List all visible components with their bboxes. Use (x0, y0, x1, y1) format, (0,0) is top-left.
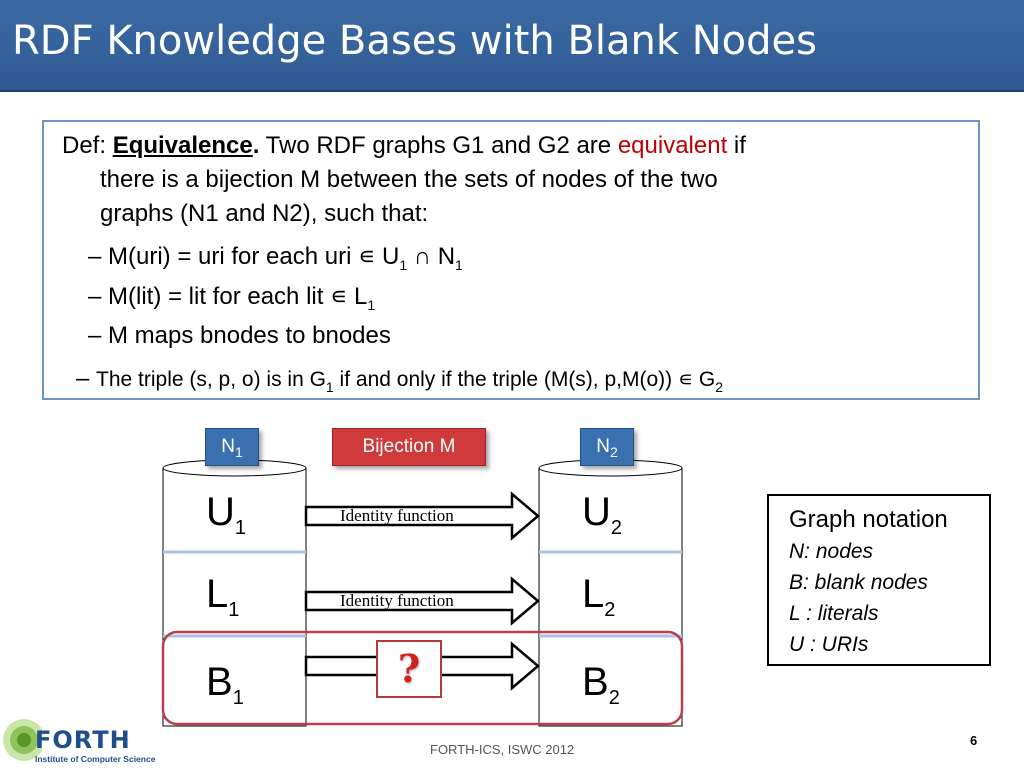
forth-logo-name: FORTH (35, 726, 131, 754)
notation-item: B: blank nodes (789, 571, 928, 594)
footer-text: FORTH-ICS, ISWC 2012 (430, 742, 575, 757)
bullet-lit-text: – M(lit) = lit for each lit ∊ L (88, 283, 368, 310)
right-u: U (582, 490, 611, 534)
notation-item: N: nodes (789, 540, 874, 563)
notation-item: L : literals (789, 602, 879, 625)
forth-logo: FORTH Institute of Computer Science (2, 712, 202, 766)
definition-text: Two RDF graphs G1 and G2 are (259, 132, 618, 159)
left-b: B (206, 660, 233, 704)
bullet-triple-sub2: 2 (715, 378, 724, 395)
identity-label-uris: Identity function (340, 506, 454, 525)
bullet-uri-sub2: 1 (455, 256, 463, 273)
bullet-triple-text: The triple (s, p, o) is in G (96, 368, 326, 391)
bullet-triple-mid: if and only if the triple (M(s), p,M(o))… (333, 368, 716, 391)
bullet-uri-text: – M(uri) = uri for each uri ∊ U (88, 243, 400, 270)
bullet-uri-sub1: 1 (399, 256, 408, 273)
right-node-cylinder (538, 459, 683, 727)
bnode-highlight-box (161, 630, 684, 726)
question-mark-icon: ? (397, 646, 421, 691)
identity-arrow-literals (304, 576, 540, 626)
forth-logo-icon (3, 719, 42, 761)
identity-label-literals: Identity function (340, 591, 454, 610)
definition-line-1: Def: Equivalence. Two RDF graphs G1 and … (62, 132, 746, 159)
title-bar: RDF Knowledge Bases with Blank Nodes (0, 0, 1024, 92)
definition-line1-end: if (727, 132, 746, 159)
notation-heading: Graph notation (789, 506, 948, 533)
n2-label: N (596, 436, 610, 457)
bullet-lit-sub: 1 (367, 296, 376, 313)
right-l-sub: 2 (604, 599, 616, 621)
forth-logo-subtitle: Institute of Computer Science (35, 754, 156, 764)
definition-term: Equivalence (112, 132, 253, 159)
bullet-triple-dash: – (76, 365, 97, 392)
page-number: 6 (970, 733, 978, 748)
definition-box: Def: Equivalence. Two RDF graphs G1 and … (42, 120, 980, 400)
left-bnodes-label: B1 (206, 660, 244, 710)
left-literals-label: L1 (206, 572, 239, 622)
identity-arrow-uris (304, 491, 540, 541)
n1-tag: N1 (205, 428, 259, 466)
n2-sub: 2 (609, 443, 618, 460)
left-b-sub: 1 (232, 687, 244, 709)
bullet-uri-mid: ∩ N (407, 243, 456, 270)
bullet-uri: – M(uri) = uri for each uri ∊ U1 ∩ N1 (88, 242, 463, 273)
right-b: B (582, 660, 609, 704)
right-b-sub: 2 (608, 687, 620, 709)
bullet-bnodes: – M maps bnodes to bnodes (88, 322, 391, 349)
left-u: U (206, 490, 235, 534)
bullet-triple: – The triple (s, p, o) is in G1 if and o… (76, 365, 723, 395)
bullet-lit: – M(lit) = lit for each lit ∊ L1 (88, 282, 375, 313)
definition-line-3: graphs (N1 and N2), such that: (100, 200, 429, 227)
left-l: L (206, 572, 229, 616)
n2-tag: N2 (580, 428, 634, 466)
left-l-sub: 1 (228, 599, 240, 621)
right-l: L (582, 572, 605, 616)
right-uris-label: U2 (582, 490, 622, 540)
left-u-sub: 1 (234, 517, 247, 539)
bullet-triple-sub1: 1 (325, 378, 334, 395)
notation-item: U : URIs (789, 633, 869, 656)
slide-title: RDF Knowledge Bases with Blank Nodes (12, 18, 817, 64)
right-literals-label: L2 (582, 572, 615, 622)
left-node-cylinder (162, 459, 307, 727)
definition-prefix: Def: (62, 132, 113, 159)
definition-highlight: equivalent (617, 132, 728, 159)
bijection-tag: Bijection M (332, 428, 486, 466)
unknown-mapping-box: ? (376, 640, 442, 698)
right-bnodes-label: B2 (582, 660, 620, 710)
left-uris-label: U1 (206, 490, 246, 540)
graph-notation-box: Graph notation N: nodes B: blank nodes L… (767, 494, 991, 666)
definition-line-2: there is a bijection M between the sets … (100, 166, 718, 193)
n1-sub: 1 (234, 443, 243, 460)
n1-label: N (221, 436, 235, 457)
right-u-sub: 2 (610, 517, 623, 539)
